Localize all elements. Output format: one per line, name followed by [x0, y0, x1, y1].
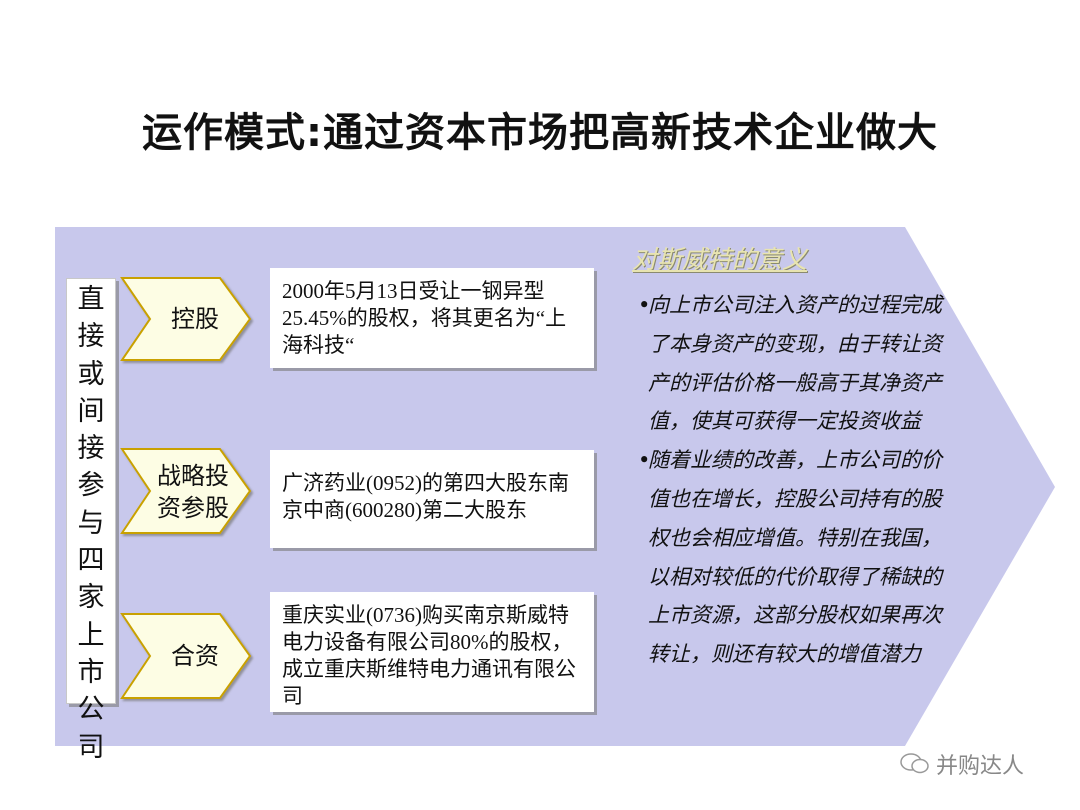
watermark-text: 并购达人	[936, 754, 1025, 779]
bullet-text: 随着业绩的改善，上市公司的价值也在增长，控股公司持有的股权也会相应增值。特别在我…	[648, 448, 942, 667]
vertical-char: 接	[77, 321, 105, 353]
chevron-2	[120, 448, 252, 534]
vertical-char: 或	[77, 358, 105, 390]
chevron-label-line: 战略投	[157, 462, 229, 490]
significance-bullets: •向上市公司注入资产的过程完成了本身资产的变现，由于转让资产的评估价格一般高于其…	[638, 286, 958, 674]
chevron-3	[120, 613, 252, 699]
vertical-char: 直	[77, 284, 105, 315]
bullet-text: 向上市公司注入资产的过程完成了本身资产的变现，由于转让资产的评估价格一般高于其净…	[648, 293, 942, 434]
vertical-label-box: 直 接 或 间 接 参 与 四 家 上 市 公 司	[66, 278, 116, 763]
strategic-text-box: 广济药业(0952)的第四大股东南京中商(600280)第二大股东	[270, 450, 594, 548]
vertical-char: 与	[77, 507, 105, 539]
vertical-char: 上	[77, 619, 105, 651]
chevron-label-strategic: 战略投 资参股	[138, 460, 248, 524]
vertical-char: 家	[77, 582, 105, 614]
vertical-char: 四	[77, 545, 105, 577]
vertical-char: 接	[77, 433, 105, 465]
page-title: 运作模式:通过资本市场把高新技术企业做大	[142, 110, 938, 156]
bullet-dot: •	[638, 293, 651, 317]
vertical-char: 参	[77, 470, 105, 502]
vertical-char: 公	[77, 694, 105, 726]
watermark: 并购达人	[900, 748, 1024, 780]
chevron-1	[120, 277, 252, 361]
bullet-item: •向上市公司注入资产的过程完成了本身资产的变现，由于转让资产的评估价格一般高于其…	[638, 286, 958, 441]
chevron-label-holding: 控股	[171, 305, 219, 333]
jv-text-box: 重庆实业(0736)购买南京斯威特电力设备有限公司80%的股权，成立重庆斯维特电…	[270, 592, 594, 712]
vertical-char: 间	[77, 395, 105, 427]
chat-icon	[900, 753, 929, 774]
chevron-label-line: 资参股	[157, 494, 229, 522]
significance-title: 对斯威特的意义	[632, 245, 808, 274]
bullet-item: •随着业绩的改善，上市公司的价值也在增长，控股公司持有的股权也会相应增值。特别在…	[638, 441, 958, 674]
bullet-dot: •	[638, 448, 651, 473]
chevron-label-jv: 合资	[171, 642, 219, 670]
vertical-char: 市	[77, 656, 105, 688]
holding-text-box: 2000年5月13日受让一钢异型25.45%的股权，将其更名为“上海科技“	[270, 268, 594, 368]
vertical-char: 司	[77, 731, 105, 763]
